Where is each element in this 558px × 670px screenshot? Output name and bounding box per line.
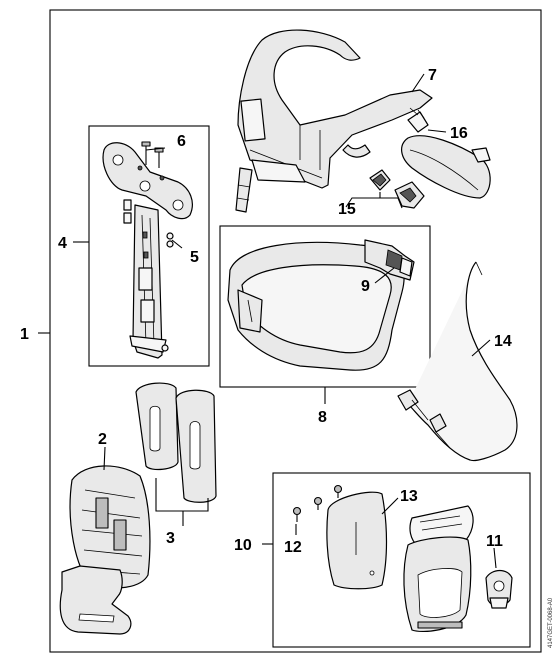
leader-lines <box>38 73 497 569</box>
callout-2: 2 <box>98 431 107 448</box>
callout-13: 13 <box>400 488 418 505</box>
hip-pads-part-3 <box>135 382 217 503</box>
callout-9: 9 <box>361 278 370 295</box>
hip-plate-part-2 <box>59 465 151 635</box>
callout-3: 3 <box>166 530 175 547</box>
callout-8: 8 <box>318 409 327 426</box>
callout-6: 6 <box>177 133 186 150</box>
screws-part-12 <box>292 484 343 522</box>
callout-15: 15 <box>338 201 356 218</box>
cover-plate-part-13 <box>326 491 388 590</box>
callout-5: 5 <box>190 249 199 266</box>
figure-code: 4147GET-0068-A0 <box>548 597 554 648</box>
back-plate-part-4 <box>102 142 193 220</box>
callout-4: 4 <box>58 235 67 252</box>
callout-12: 12 <box>284 539 302 556</box>
callout-14: 14 <box>494 333 512 350</box>
shoulder-pad-part-16 <box>401 107 491 199</box>
callout-11: 11 <box>486 533 503 550</box>
mounting-rail <box>129 204 174 359</box>
screws-part-6 <box>123 141 164 224</box>
storage-pouch <box>403 505 474 633</box>
clip-part-11 <box>485 569 513 609</box>
harness-part-7 <box>235 29 433 213</box>
belt-buckle-part-9 <box>364 239 415 281</box>
callout-1: 1 <box>20 326 29 343</box>
outer-frame <box>49 9 542 653</box>
callout-10: 10 <box>234 537 252 554</box>
box-assembly-4 <box>88 125 210 367</box>
callout-16: 16 <box>450 125 468 142</box>
buckle-parts-15 <box>369 169 425 209</box>
strap-part-14 <box>397 261 518 462</box>
waist-belt-part-8 <box>227 241 405 371</box>
box-assembly-10 <box>272 472 531 648</box>
callout-7: 7 <box>428 67 437 84</box>
